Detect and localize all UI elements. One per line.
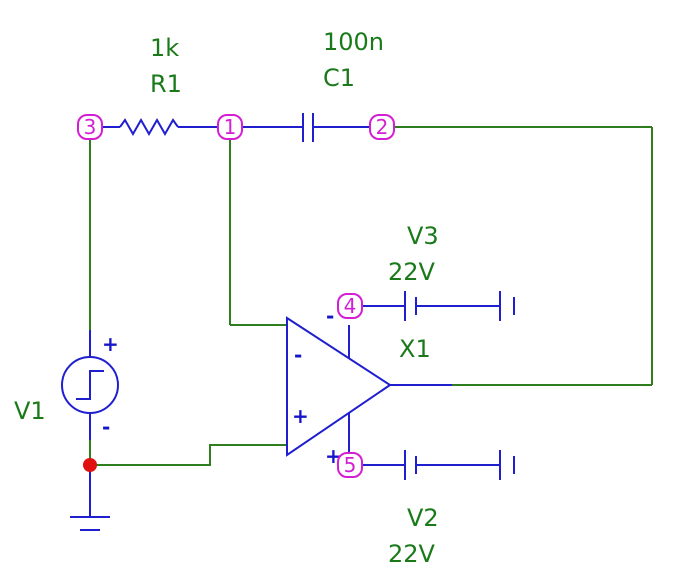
c1-value: 100n [323, 28, 384, 56]
ground-symbol [70, 458, 110, 531]
battery-v3[interactable]: - V3 22V [326, 222, 515, 328]
v3-ref: V3 [407, 222, 439, 250]
node-marker-2[interactable]: 2 [369, 114, 395, 140]
step-waveform-icon [76, 370, 104, 400]
v3-value: 22V [388, 258, 436, 286]
resistor-symbol [119, 117, 179, 137]
v1-plus-sign: + [102, 332, 119, 356]
opamp-triangle [286, 316, 392, 457]
node-box [217, 114, 243, 140]
node-marker-1[interactable]: 1 [217, 114, 243, 140]
v2-value: 22V [388, 540, 436, 568]
opamp-x1[interactable]: - + X1 [286, 316, 452, 457]
r1-ref: R1 [150, 70, 182, 98]
node-marker-3[interactable]: 3 [77, 114, 103, 140]
ground-node-dot [83, 458, 97, 472]
node-box [77, 114, 103, 140]
capacitor-c1[interactable]: 100n C1 [242, 28, 384, 142]
node-4-label: 4 [344, 294, 357, 318]
wires [89, 126, 653, 466]
node-box [337, 293, 363, 319]
x1-ref: X1 [399, 335, 431, 363]
node-1-label: 1 [224, 115, 237, 139]
node-box [369, 114, 395, 140]
r1-value: 1k [150, 34, 179, 62]
v3-minus-sign: - [326, 304, 334, 328]
v2-ref: V2 [407, 504, 439, 532]
node-box [337, 452, 363, 478]
c1-ref: C1 [323, 64, 355, 92]
voltage-source-v1[interactable]: + - V1 [14, 330, 119, 465]
wire-ground-to-noninverting [92, 444, 287, 466]
resistor-r1[interactable]: 1k R1 [102, 34, 218, 137]
node-3-label: 3 [84, 115, 97, 139]
node-2-label: 2 [376, 115, 389, 139]
v1-minus-sign: - [102, 415, 110, 439]
battery-v2[interactable]: + V2 22V [325, 444, 515, 568]
node-5-label: 5 [344, 453, 357, 477]
v1-ref: V1 [14, 397, 46, 425]
opamp-minus-sign: - [294, 343, 302, 367]
opamp-plus-sign: + [292, 404, 309, 428]
node-marker-5[interactable]: 5 [337, 452, 363, 478]
node-marker-4[interactable]: 4 [337, 293, 363, 319]
